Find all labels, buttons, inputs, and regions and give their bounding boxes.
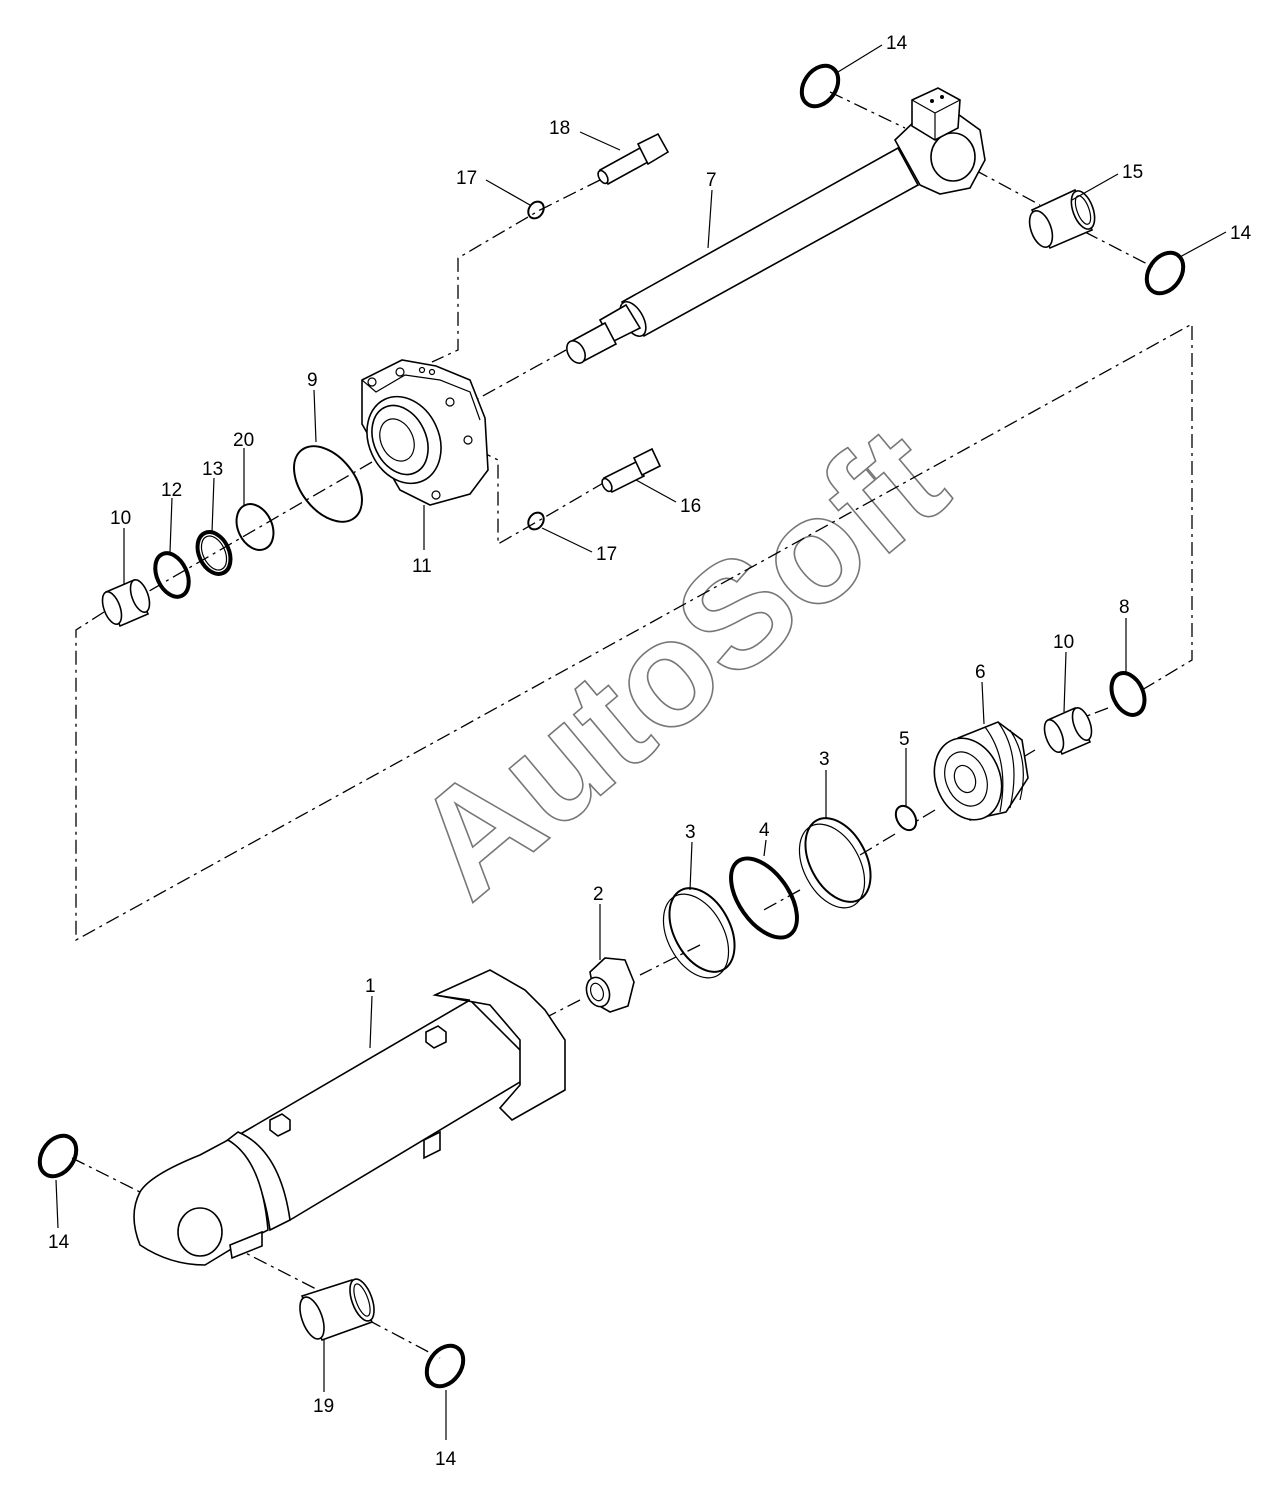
leader-lines: [55, 44, 1227, 1440]
callout-14-right: 14: [1230, 223, 1252, 244]
callout-14-top: 14: [886, 33, 908, 54]
callout-1: 1: [365, 976, 376, 997]
callout-8: 8: [1119, 597, 1130, 618]
callout-4: 4: [759, 820, 770, 841]
callout-17-top: 17: [456, 168, 477, 189]
callout-15: 15: [1122, 162, 1143, 183]
ring-14-bottom-left: [37, 1133, 79, 1179]
piston-6: [933, 721, 1029, 821]
callout-5: 5: [899, 729, 910, 750]
callout-11: 11: [412, 556, 432, 577]
bolt-18: [597, 132, 670, 186]
callout-19: 19: [313, 1396, 334, 1417]
wear-ring-3-lower: [662, 887, 736, 979]
piston-rod: [566, 87, 986, 364]
ring-13: [195, 530, 233, 576]
bushing-10-right: [1043, 706, 1093, 756]
callout-10-left: 10: [110, 508, 131, 529]
callout-10-right: 10: [1053, 632, 1074, 653]
callout-16: 16: [680, 496, 701, 517]
ring-8: [1109, 671, 1147, 717]
o-ring-9: [293, 445, 363, 523]
seal-4: [729, 856, 799, 940]
callout-13: 13: [202, 459, 223, 480]
washer-17-bottom: [527, 511, 545, 531]
callout-17-bottom: 17: [596, 544, 617, 565]
gland-11: [361, 359, 489, 506]
callout-12: 12: [161, 480, 182, 501]
bushing-15: [1028, 188, 1096, 250]
callout-18: 18: [549, 118, 570, 139]
bolt-16: [601, 447, 662, 494]
callout-14-bottom: 14: [435, 1449, 457, 1470]
nut-2: [585, 957, 635, 1013]
ring-12: [153, 551, 191, 599]
bushing-10-left: [101, 578, 151, 628]
ring-14-top: [799, 63, 841, 109]
cylinder-tube: [133, 969, 566, 1266]
callout-20: 20: [233, 430, 254, 451]
callout-3-lower: 3: [685, 822, 696, 843]
callout-labels: 14 18 17 7 15 14 9 20 13 12 10 11 16 17 …: [48, 33, 1252, 1470]
callout-6: 6: [975, 662, 986, 683]
callout-7: 7: [706, 170, 717, 191]
o-ring-5: [894, 804, 918, 832]
ring-14-right: [1144, 250, 1186, 296]
bushing-19: [299, 1278, 375, 1342]
callout-3-upper: 3: [819, 749, 830, 770]
wear-ring-3-upper: [798, 817, 872, 909]
washer-17-top: [527, 200, 545, 220]
callout-2: 2: [593, 884, 604, 905]
callout-14-bottom-left: 14: [48, 1232, 70, 1253]
callout-9: 9: [307, 370, 318, 391]
ring-14-bottom-right: [424, 1343, 466, 1389]
ring-20: [235, 503, 275, 551]
